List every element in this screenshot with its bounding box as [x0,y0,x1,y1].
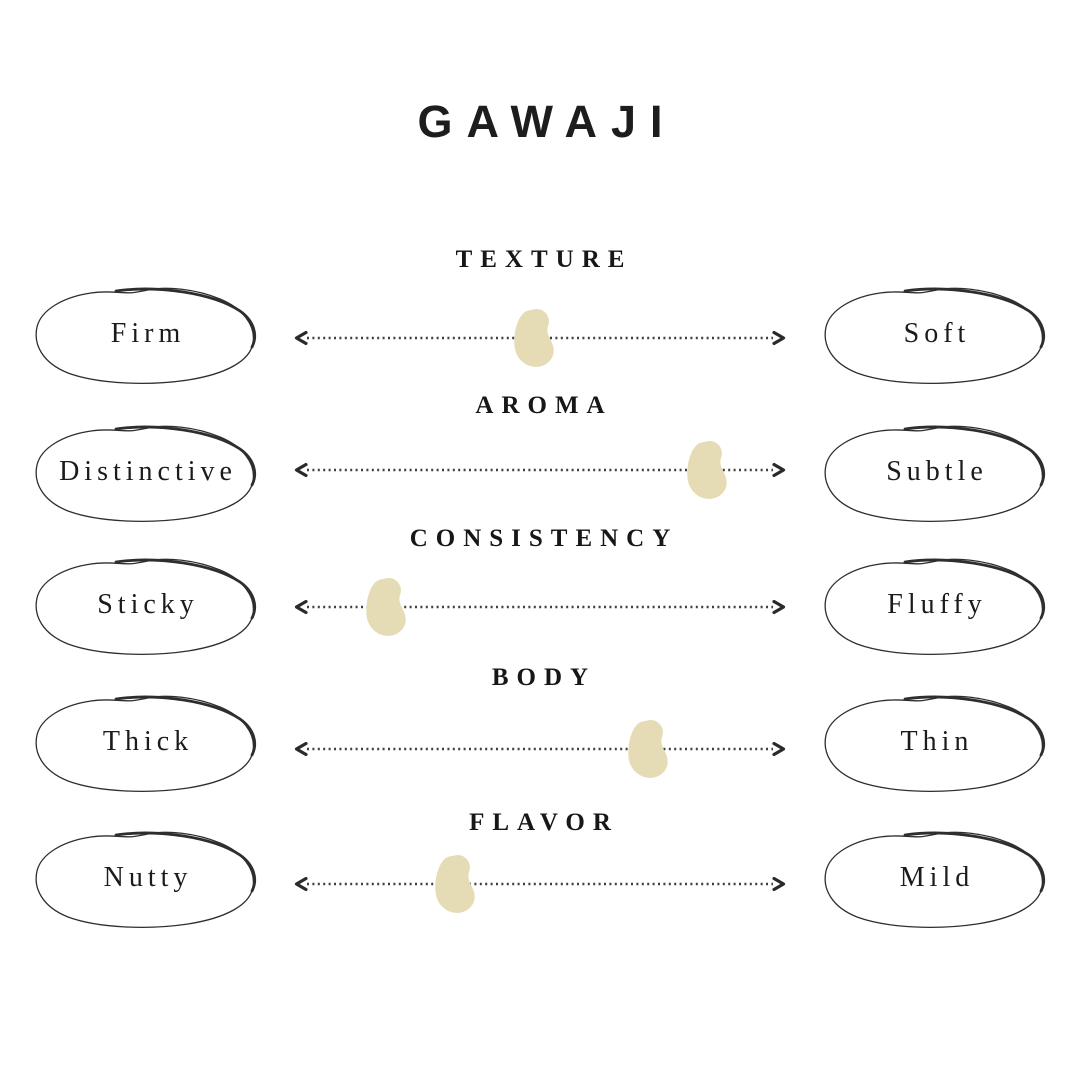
left-endpoint-label: Sticky [97,589,199,620]
right-endpoint-blob: Mild [817,827,1052,929]
left-endpoint-label: Nutty [103,862,193,893]
left-endpoint-blob: Distinctive [28,421,263,523]
scale-line [293,441,787,499]
right-endpoint-blob: Soft [817,283,1052,385]
left-endpoint-label: Thick [102,726,194,757]
scale-line [293,309,787,367]
double-arrow-icon [294,876,786,892]
rice-grain-marker-icon [434,854,478,914]
attribute-label: BODY [491,664,597,691]
left-endpoint-blob: Firm [28,283,263,385]
left-endpoint-blob: Sticky [28,554,263,656]
right-endpoint-label: Soft [903,318,971,349]
right-endpoint-blob: Thin [817,691,1052,793]
page-title: GAWAJI [417,96,677,147]
attribute-label: FLAVOR [469,809,619,836]
right-endpoint-label: Mild [899,862,975,893]
scale-line [293,720,787,778]
right-endpoint-blob: Subtle [817,421,1052,523]
attribute-label: CONSISTENCY [409,525,679,552]
left-endpoint-blob: Nutty [28,827,263,929]
attribute-label: AROMA [475,392,613,419]
right-endpoint-label: Fluffy [887,589,987,620]
left-endpoint-label: Firm [110,318,186,349]
right-endpoint-label: Subtle [886,456,988,487]
right-endpoint-blob: Fluffy [817,554,1052,656]
scale-line [293,578,787,636]
rice-grain-marker-icon [627,719,671,779]
rice-grain-marker-icon [686,440,730,500]
double-arrow-icon [294,741,786,757]
left-endpoint-label: Distinctive [59,456,237,487]
rice-grain-marker-icon [513,308,557,368]
rice-grain-marker-icon [365,577,409,637]
scale-line [293,855,787,913]
right-endpoint-label: Thin [900,726,974,757]
attribute-label: TEXTURE [455,246,633,273]
left-endpoint-blob: Thick [28,691,263,793]
